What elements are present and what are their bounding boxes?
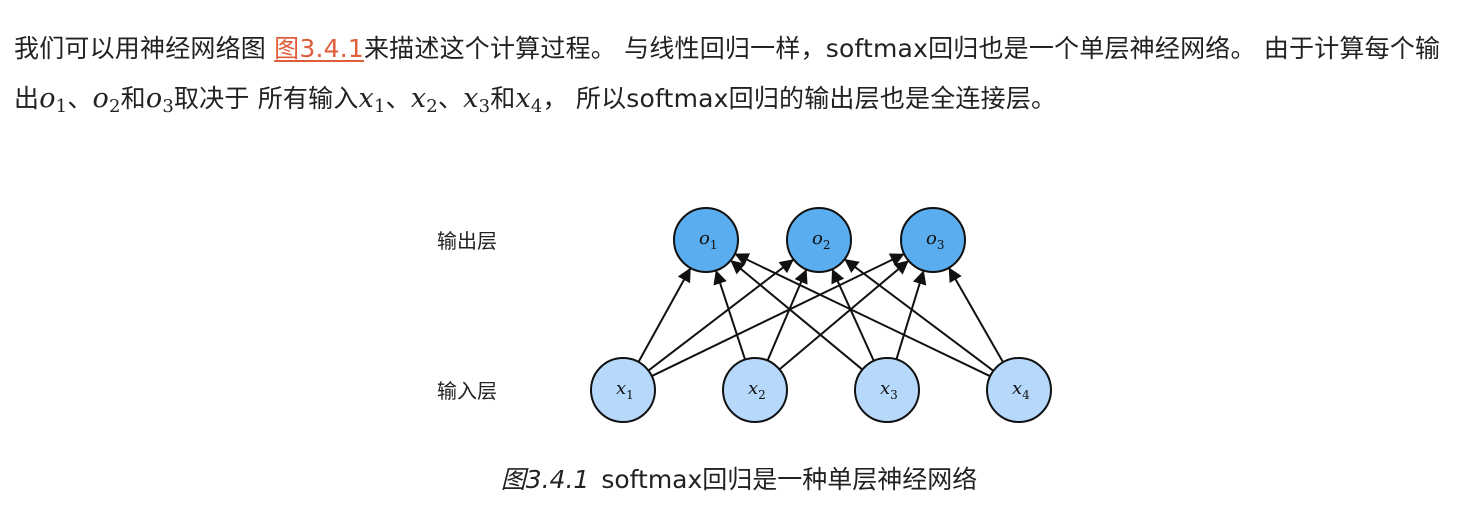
input-node-label: x4 [1012, 378, 1030, 402]
input-node-circle [854, 357, 920, 423]
input-node-x4: x4 [986, 357, 1052, 423]
input-node-circle [590, 357, 656, 423]
output-node-o3: o3 [900, 207, 966, 273]
input-node-label: x3 [880, 378, 898, 402]
edge-x1-o3 [651, 253, 905, 377]
paragraph-text: 我们可以用神经网络图 [14, 34, 275, 63]
body-paragraph: 我们可以用神经网络图 图3.4.1来描述这个计算过程。 与线性回归一样，soft… [14, 24, 1464, 132]
paragraph-text: 取决于 所有输入 [173, 84, 359, 113]
edge-x2-o1 [713, 270, 747, 360]
math-x4: x4 [515, 83, 543, 117]
edge-x2-o3 [778, 260, 909, 371]
edge-x3-o2 [831, 268, 875, 362]
math-o1: o1 [39, 83, 68, 117]
math-o2: o2 [92, 83, 121, 117]
input-node-x2: x2 [722, 357, 788, 423]
math-x1: x1 [358, 83, 386, 117]
output-node-circle [900, 207, 966, 273]
edge-x3-o1 [730, 260, 863, 371]
input-node-label: x2 [748, 378, 766, 402]
paragraph-text: 和 [120, 84, 146, 113]
output-node-label: o2 [812, 228, 830, 252]
output-node-circle [673, 207, 739, 273]
output-nodes: o1 o2 o3 [673, 207, 966, 273]
edge-x4-o3 [948, 267, 1004, 363]
edge-x1-o1 [637, 267, 691, 363]
figure-caption: 图3.4.1 softmax回归是一种单层神经网络 [0, 460, 1478, 500]
output-layer-label: 输出层 [437, 229, 497, 253]
edge-x4-o1 [734, 253, 991, 378]
paragraph-text: 来描述这个计算过程。 与线性回归一样，softmax回归也是一个单层神经网络。 … [14, 34, 1441, 113]
caption-label: 图3.4.1 [500, 465, 590, 494]
edges [637, 253, 1004, 378]
output-node-label: o1 [699, 228, 717, 252]
edge-x1-o2 [647, 259, 794, 372]
paragraph-text: 和 [490, 84, 516, 113]
paragraph-text: ， 所以softmax回归的输出层也是全连接层。 [542, 84, 1057, 113]
input-nodes: x1 x2 x3 x4 [590, 357, 1052, 423]
math-x2: x2 [410, 83, 438, 117]
output-node-o2: o2 [786, 207, 852, 273]
edge-x4-o2 [844, 258, 995, 372]
figure-link[interactable]: 图3.4.1 [274, 34, 364, 63]
edge-x3-o3 [895, 270, 927, 360]
output-node-label: o3 [926, 228, 944, 252]
output-node-o1: o1 [673, 207, 739, 273]
paragraph-text: 、 [385, 84, 411, 113]
paragraph-text: 、 [437, 84, 464, 113]
math-x3: x3 [463, 83, 491, 117]
caption-text: softmax回归是一种单层神经网络 [601, 465, 978, 494]
paragraph-text: 、 [67, 84, 93, 113]
input-node-x3: x3 [854, 357, 920, 423]
math-o3: o3 [145, 83, 174, 117]
output-node-circle [786, 207, 852, 273]
edge-x2-o2 [766, 269, 808, 361]
input-layer-label: 输入层 [437, 379, 497, 403]
input-node-circle [722, 357, 788, 423]
input-node-circle [986, 357, 1052, 423]
input-node-label: x1 [616, 378, 634, 402]
input-node-x1: x1 [590, 357, 656, 423]
